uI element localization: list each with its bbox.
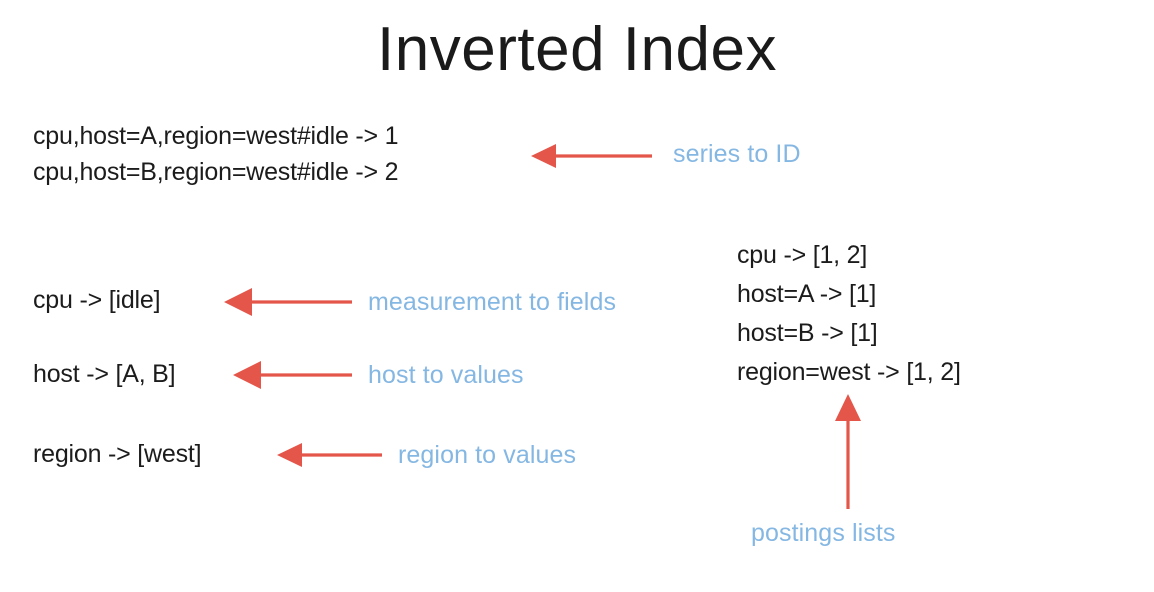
arrow-up-icon-postings-lists [835, 394, 861, 509]
index-entry-host: host -> [A, B] [33, 360, 176, 388]
postings-line-host-a: host=A -> [1] [737, 280, 877, 308]
series-to-id-block: cpu,host=A,region=west#idle -> 1 cpu,hos… [33, 122, 399, 187]
series-to-id-line-2: cpu,host=B,region=west#idle -> 2 [33, 158, 399, 186]
annotation-host-to-values: host to values [368, 361, 524, 389]
postings-line-host-b: host=B -> [1] [737, 319, 878, 347]
index-entry-measurement: cpu -> [idle] [33, 286, 161, 314]
postings-line-cpu: cpu -> [1, 2] [737, 241, 868, 269]
annotation-measurement-to-fields: measurement to fields [368, 288, 617, 316]
arrow-left-icon-region-to-values [277, 443, 382, 467]
postings-line-region-west: region=west -> [1, 2] [737, 358, 961, 386]
arrow-left-icon-host-to-values [233, 361, 352, 389]
page-title: Inverted Index [377, 15, 777, 84]
index-entry-region: region -> [west] [33, 440, 202, 468]
series-to-id-line-1: cpu,host=A,region=west#idle -> 1 [33, 122, 399, 150]
postings-lists-block: cpu -> [1, 2] host=A -> [1] host=B -> [1… [737, 241, 961, 387]
arrow-left-icon-measurement-to-fields [224, 288, 352, 316]
annotation-postings-lists: postings lists [751, 519, 896, 547]
arrow-left-icon-series-to-id [531, 144, 652, 168]
annotation-series-to-id: series to ID [673, 140, 801, 168]
annotation-region-to-values: region to values [398, 441, 577, 469]
